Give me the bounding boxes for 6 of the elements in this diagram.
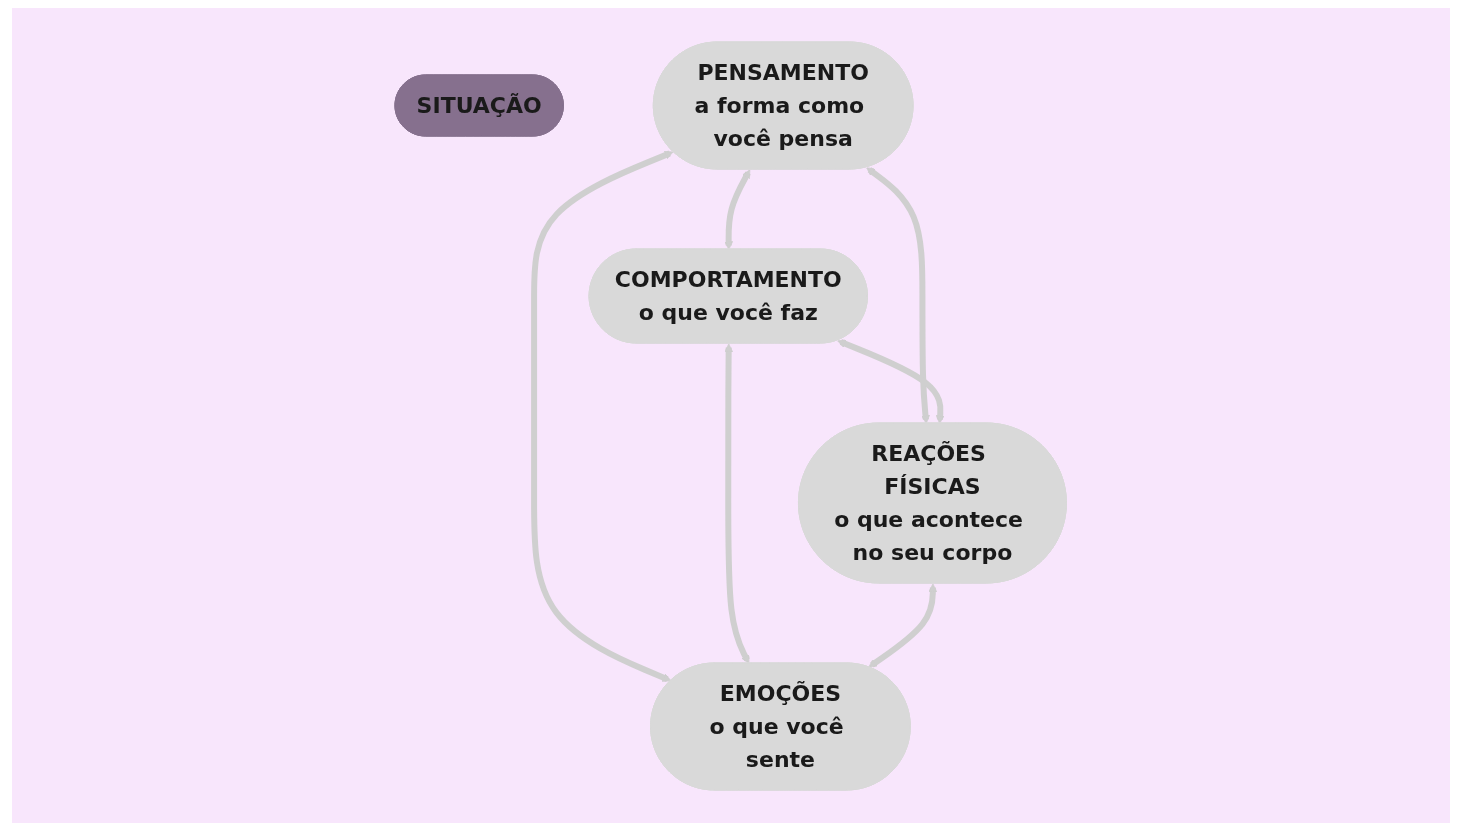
arrow [724, 343, 751, 664]
arrow [868, 583, 938, 668]
arrow [866, 166, 931, 424]
arrow [837, 338, 945, 424]
arrow [724, 168, 751, 250]
arrow [531, 150, 674, 682]
